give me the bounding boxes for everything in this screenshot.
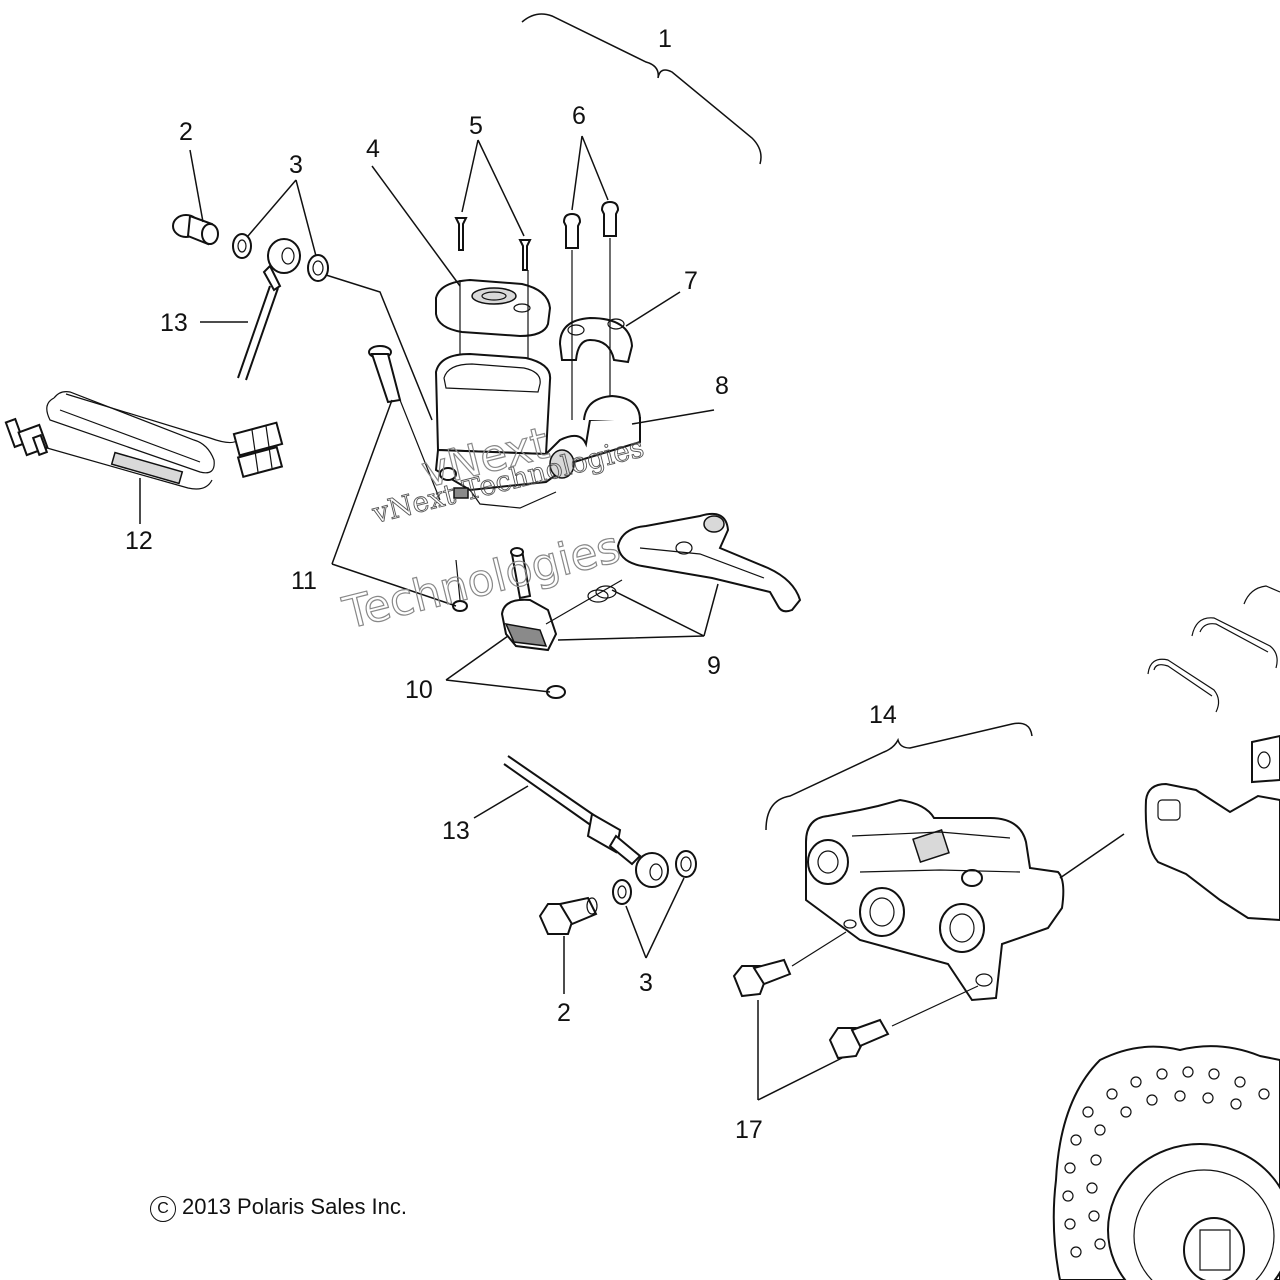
callout-13-lower: 13: [442, 817, 470, 845]
pivot-pin: [368, 345, 402, 404]
callout-13-top: 13: [160, 309, 188, 337]
brake-hose-top: [237, 285, 279, 381]
brake-lever: [616, 512, 802, 613]
callout-1: 1: [658, 25, 672, 53]
lever-pivot-assembly: [500, 547, 566, 699]
brake-caliper: [805, 798, 1065, 1002]
copyright-symbol: C: [150, 1196, 176, 1222]
pad-bracket: [1144, 734, 1280, 922]
banjo-bolt-lower: [538, 896, 598, 935]
copyright-text: 2013 Polaris Sales Inc.: [182, 1194, 408, 1219]
brake-hose-lower: [503, 755, 642, 866]
callout-4: 4: [366, 135, 380, 163]
caliper-bolts: [732, 958, 890, 1060]
callout-2-lower: 2: [557, 999, 571, 1027]
callout-10: 10: [405, 676, 433, 704]
callout-9: 9: [707, 652, 721, 680]
callout-8: 8: [715, 372, 729, 400]
banjo-bolt-top: [172, 214, 219, 246]
reservoir-cap: [435, 278, 552, 338]
callout-3-top: 3: [289, 151, 303, 179]
callout-6: 6: [572, 102, 586, 130]
banjo-fitting-lower: [635, 852, 669, 888]
harness-connector-right: [232, 421, 284, 479]
master-cylinder-body: [434, 352, 641, 509]
brace-assembly-1: [521, 13, 762, 165]
e-clip-11: [452, 600, 468, 612]
crush-washers-lower: [612, 850, 697, 905]
callout-3-lower: 3: [639, 969, 653, 997]
switch-harness: [4, 391, 284, 490]
harness-connector-left: [4, 417, 49, 457]
crush-washers-top: [232, 233, 329, 282]
pad-bracket-top: [1243, 585, 1280, 605]
callout-17: 17: [735, 1116, 763, 1144]
pad-springs: [1147, 617, 1278, 713]
callout-2-top: 2: [179, 118, 193, 146]
callout-7: 7: [684, 267, 698, 295]
clamp-bolts: [562, 200, 620, 249]
callout-5: 5: [469, 112, 483, 140]
lever-spring: [587, 585, 617, 603]
banjo-fitting-top: [262, 238, 301, 292]
watermark-line-3: Technologies: [338, 522, 626, 640]
brake-rotor: [1052, 1045, 1280, 1280]
cap-screws: [454, 217, 532, 271]
callout-12: 12: [125, 527, 153, 555]
callout-11: 11: [291, 567, 317, 595]
callout-14: 14: [869, 701, 897, 729]
handlebar-clamp: [558, 316, 634, 364]
brace-assembly-14: [765, 722, 1033, 831]
